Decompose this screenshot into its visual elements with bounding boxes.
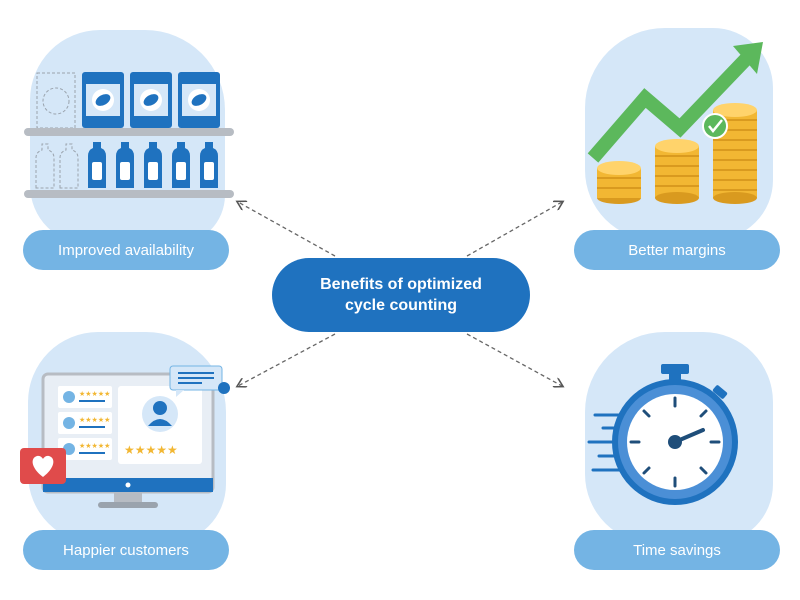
benefit-label: Improved availability [58,241,194,259]
center-title-line2: cycle counting [344,297,458,314]
coin-stack-small [597,161,641,204]
stopwatch-icon [587,364,738,505]
benefit-better-margins: Better margins [574,230,780,270]
benefit-improved-availability: Improved availability [23,230,229,270]
customer-reviews-icon: ★★★★★ ★★★★★ ★★★★★ ★★★★★ [20,365,230,508]
growth-coins-icon [587,42,763,204]
svg-text:★★★★★: ★★★★★ [79,442,110,450]
arrow-to-margins [466,202,562,257]
store-shelf-icon [24,72,234,198]
check-icon [702,113,728,139]
arrow-to-availability [238,202,336,257]
svg-text:★★★★★: ★★★★★ [124,443,178,457]
arrow-to-customers [238,333,336,386]
benefit-happier-customers: Happier customers [23,530,229,570]
coin-stack-medium [655,139,699,204]
benefit-time-savings: Time savings [574,530,780,570]
center-topic: Benefits of optimized cycle counting [272,258,530,332]
benefit-label: Time savings [633,541,721,559]
benefit-label: Better margins [628,241,726,259]
availability-backdrop [30,30,225,245]
svg-text:★★★★★: ★★★★★ [79,416,110,424]
svg-text:★★★★★: ★★★★★ [79,390,110,398]
benefit-label: Happier customers [63,541,189,559]
center-title-line1: Benefits of optimized [320,276,482,293]
arrow-to-time [466,333,562,386]
